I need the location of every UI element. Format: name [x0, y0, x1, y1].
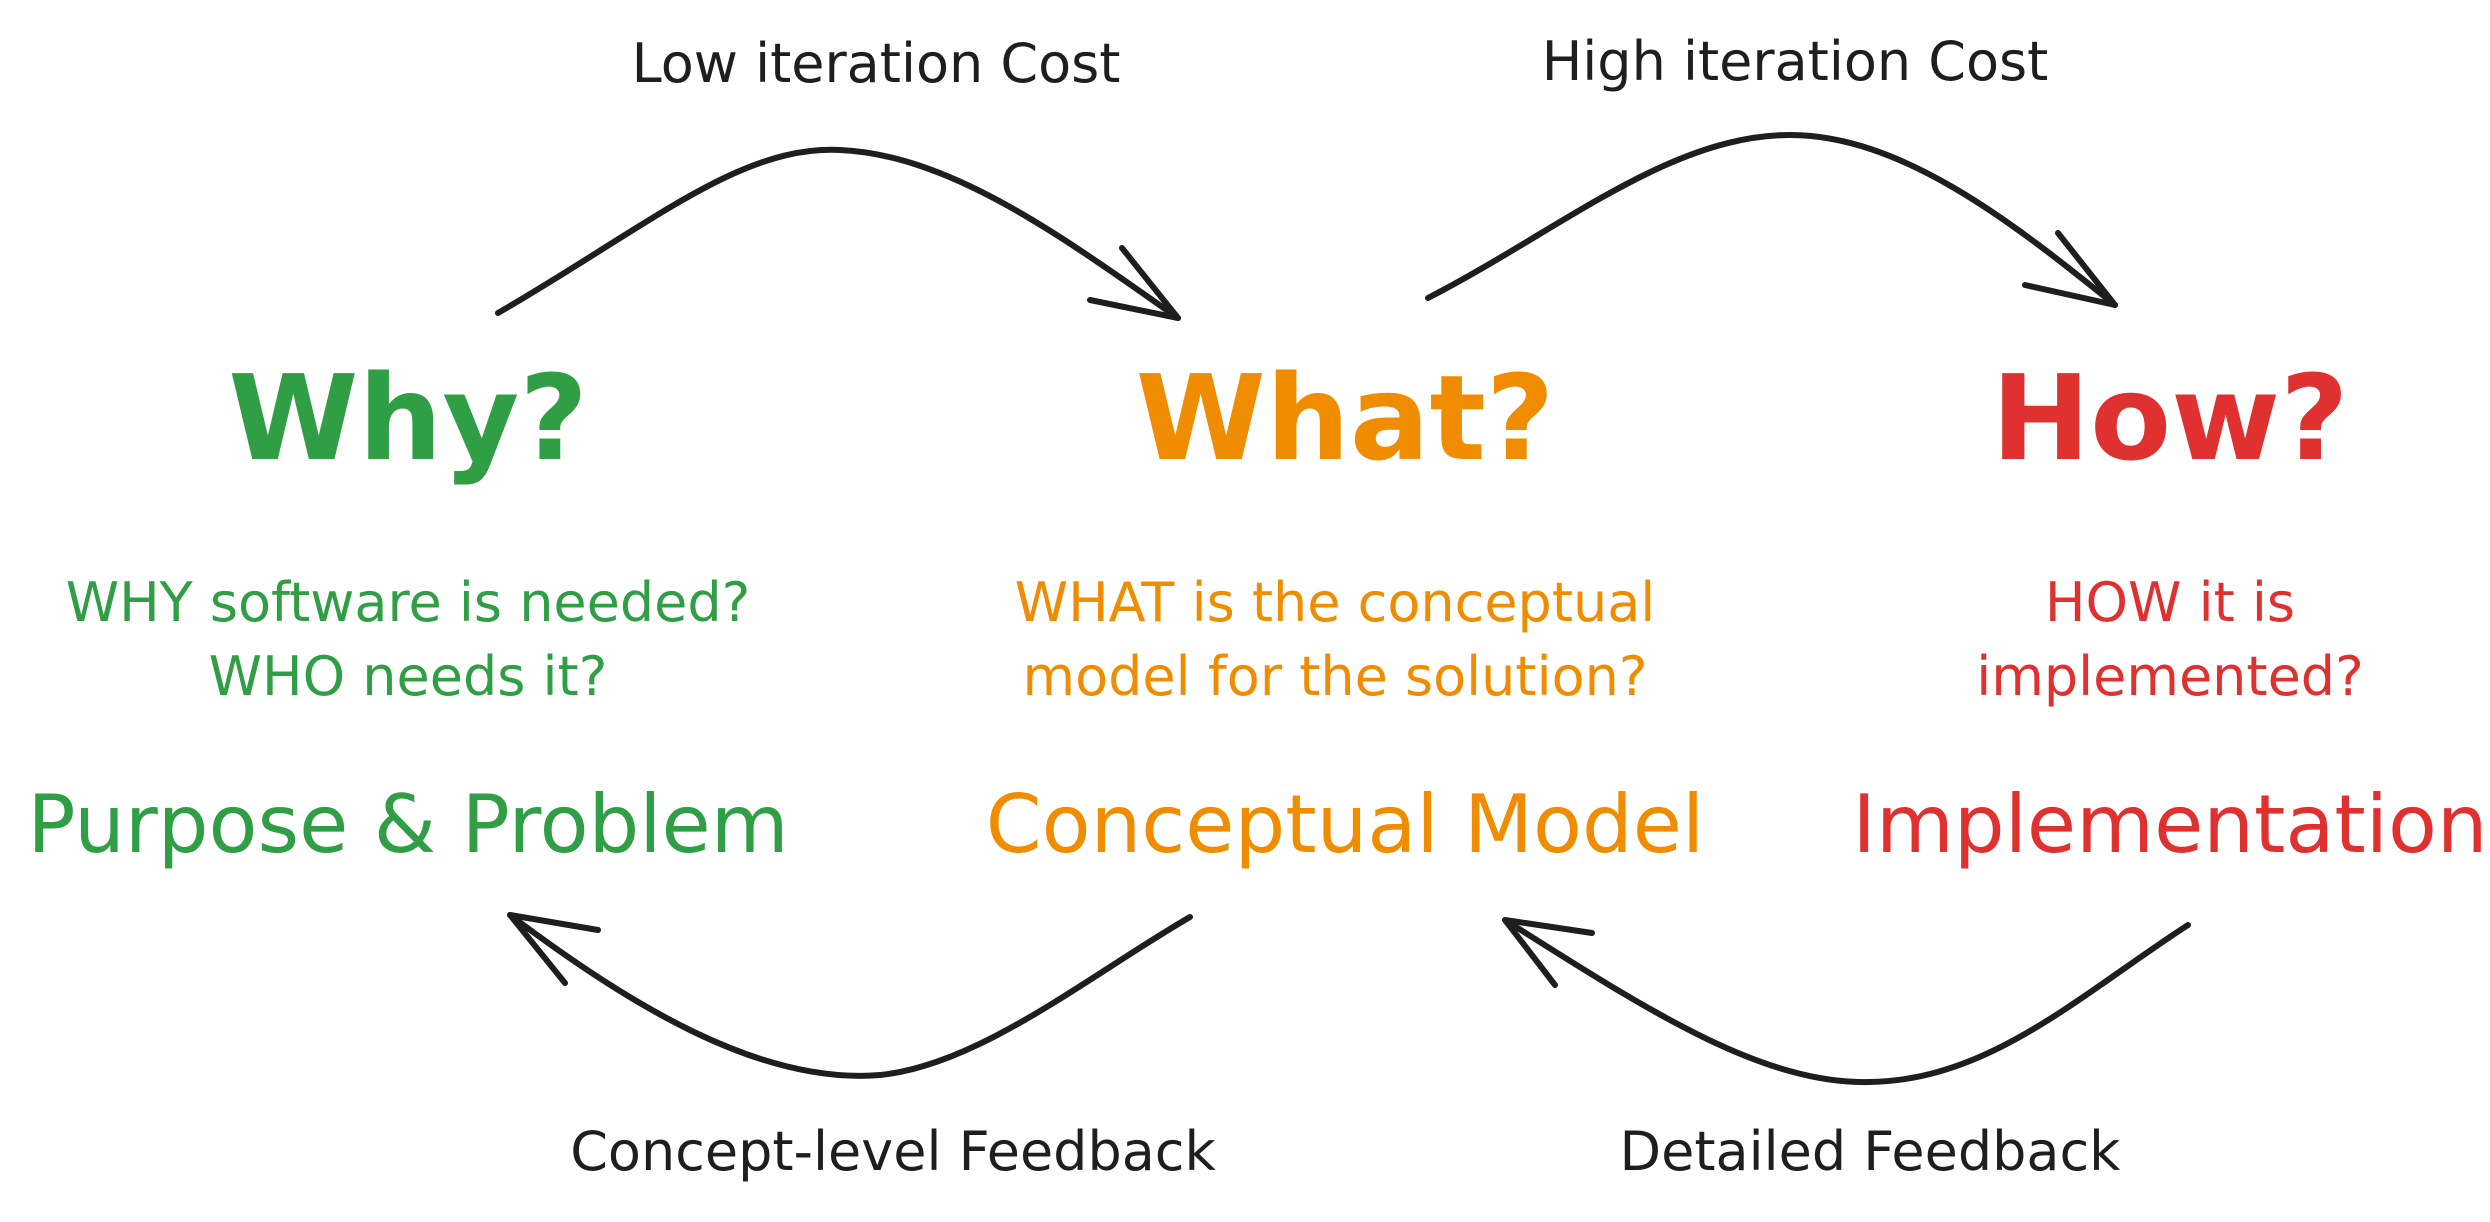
arrow-what-to-how-head — [2022, 230, 2118, 308]
arrow-how-to-what-head — [1502, 917, 1595, 988]
low-iteration-cost-label: Low iteration Cost — [631, 32, 1121, 95]
conceptual-model-caption: Conceptual Model — [985, 778, 1705, 871]
how-question: HOW it is implemented? — [1976, 571, 2364, 708]
high-iteration-cost-label: High iteration Cost — [1541, 30, 2049, 93]
why-heading: Why? — [228, 349, 588, 487]
what-heading: What? — [1135, 349, 1555, 487]
arrow-how-to-what — [1502, 917, 2191, 1086]
arrow-what-to-why — [507, 912, 1193, 1079]
arrow-how-to-what-line — [1502, 917, 2191, 1086]
what-question: WHAT is the conceptual model for the sol… — [1014, 571, 1656, 708]
purpose-problem-caption: Purpose & Problem — [27, 778, 789, 871]
why-question: WHY software is needed? WHO needs it? — [65, 571, 751, 708]
implementation-caption: Implementation — [1852, 778, 2488, 871]
detailed-feedback-label: Detailed Feedback — [1619, 1120, 2121, 1183]
arrow-what-to-why-line — [507, 912, 1193, 1079]
arrow-what-to-how — [1425, 132, 2118, 308]
arrow-what-to-why-head — [507, 912, 601, 986]
arrow-why-to-what-line — [495, 146, 1181, 321]
concept-level-feedback-label: Concept-level Feedback — [570, 1120, 1216, 1183]
arrow-what-to-how-line — [1425, 132, 2118, 308]
arrow-why-to-what — [495, 146, 1181, 321]
how-heading: How? — [1991, 349, 2349, 487]
arrow-why-to-what-head — [1087, 245, 1181, 321]
